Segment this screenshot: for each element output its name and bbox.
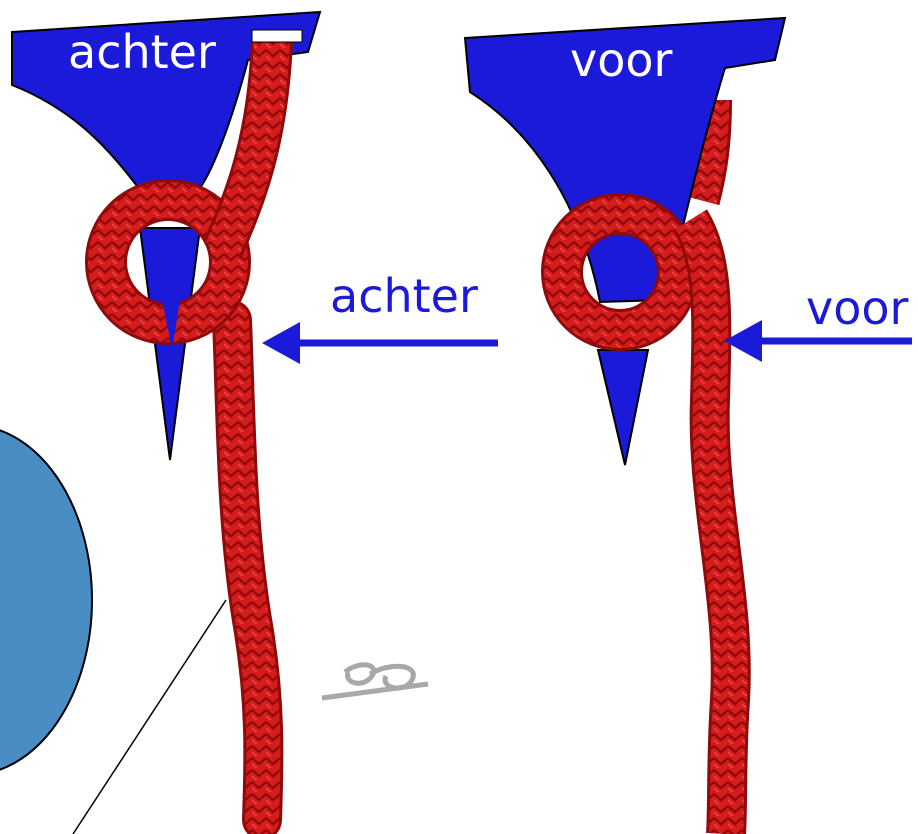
- arrow-icon: [262, 322, 498, 364]
- cleat-horn-icon: [598, 350, 648, 465]
- watermark-icon: [322, 665, 428, 698]
- panel-achter: achter achter: [12, 12, 498, 820]
- cleat-label-voor: voor: [570, 33, 673, 87]
- circle-shape: [0, 425, 92, 775]
- panel-voor: voor voor: [465, 18, 912, 834]
- pointer-line: [73, 600, 226, 834]
- arrow-label-achter: achter: [330, 269, 478, 323]
- arrow-label-voor: voor: [806, 281, 909, 335]
- cleat-label-achter: achter: [68, 25, 216, 79]
